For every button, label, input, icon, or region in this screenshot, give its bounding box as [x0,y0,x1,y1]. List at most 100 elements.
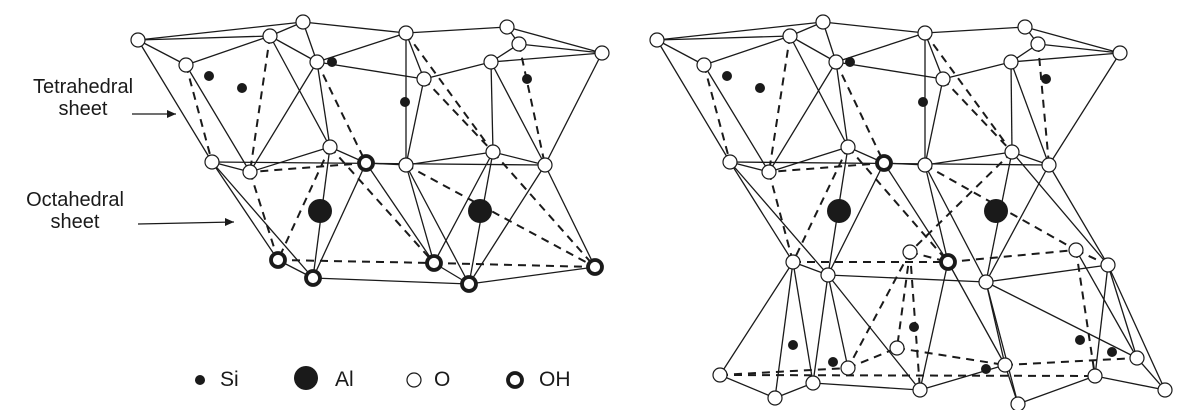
bond-line [490,61,546,166]
bond-line [985,264,1109,283]
silicon-atom [327,57,337,67]
bond-line [1011,151,1109,266]
hydroxyl-group [357,154,375,172]
bond-line [1048,164,1109,266]
bond-line [827,274,921,391]
hidden-bond-line [423,78,494,153]
hydroxyl-group [506,371,524,389]
silicon-atom [981,364,991,374]
silicon-atom [195,375,205,385]
bond-line [827,274,849,369]
hidden-bond-line [847,347,898,369]
bond-line [822,21,926,34]
oxygen-atom [309,54,325,70]
oxygen-atom [917,157,933,173]
aluminium-atom [308,199,332,223]
oxygen-atom [499,19,515,35]
hidden-bond-line [1037,43,1050,166]
bond-line [302,21,407,34]
bond-line [137,21,304,41]
oxygen-atom [398,25,414,41]
aluminium-atom [294,366,318,390]
oxygen-atom [782,28,798,44]
bond-line [405,26,508,34]
oxygen-atom [712,367,728,383]
oxygen-atom [483,54,499,70]
silicon-atom [1041,74,1051,84]
hidden-bond-line [329,146,435,264]
oxygen-atom [649,32,665,48]
oxygen-atom [416,71,432,87]
oxygen-atom [761,164,777,180]
bond-line [1037,43,1121,54]
bond-line [137,221,235,225]
bond-line [405,32,425,80]
hydroxyl-group [939,253,957,271]
oxygen-atom [1100,257,1116,273]
bond-line [942,61,1012,80]
bond-line [433,151,494,264]
arrow-head [225,218,234,226]
bond-line [1107,264,1138,359]
oxygen-atom [917,25,933,41]
oxygen-atom [242,164,258,180]
oxygen-atom [815,14,831,30]
tetrahedral-label-line-1: Tetrahedral [32,76,134,98]
hidden-bond-line [492,151,596,268]
oxygen-atom [1004,144,1020,160]
hydroxyl-group [304,269,322,287]
bond-line [249,146,331,173]
bond-line [924,26,1026,34]
bond-line [656,39,731,163]
bond-line [1048,52,1121,166]
bond-line [812,382,921,391]
bond-line [211,161,279,261]
hidden-bond-line [1075,249,1096,377]
bond-line [774,261,794,399]
hydroxyl-group [460,275,478,293]
bond-line [211,161,546,166]
bond-line [1094,264,1109,377]
oxygen-atom [722,154,738,170]
oxygen-atom [295,14,311,30]
hidden-bond-line [703,64,731,163]
silicon-atom [788,340,798,350]
hidden-bond-line [316,61,367,164]
silicon-atom [909,322,919,332]
hydroxyl-group [875,154,893,172]
bond-line [506,26,603,54]
bond-line [768,146,849,173]
bond-line [792,261,814,384]
bond-line [835,61,849,148]
hydroxyl-group [586,258,604,276]
oxygen-atom [1030,36,1046,52]
hidden-bond-line [768,171,794,263]
bond-line [789,35,837,63]
oxygen-atom [1017,19,1033,35]
bond-line [1010,52,1121,63]
oxygen-atom [322,139,338,155]
bond-line [312,277,470,285]
hidden-bond-line [518,43,546,166]
octahedral-label-line-1: Octahedral [26,189,124,211]
bond-line [883,162,949,263]
oxygen-atom [767,390,783,406]
hidden-bond-line [847,251,911,369]
bond-line [1075,249,1138,359]
octahedral-sheet-label: Octahedral sheet [0,189,150,233]
hidden-bond-line [249,171,279,261]
oxygen-atom [889,340,905,356]
bond-line [924,164,987,283]
oxygen-atom [485,144,501,160]
hidden-bond-line [896,347,1006,366]
legend-oh-label: OH [539,368,571,391]
bond-line [137,39,187,66]
silicon-atom [237,83,247,93]
hidden-bond-line [835,61,885,164]
bond-line [405,151,494,166]
hidden-bond-line [768,162,885,173]
hidden-bond-line [909,251,921,391]
oxygen-atom [511,36,527,52]
oxygen-atom [130,32,146,48]
oxygen-atom [406,372,422,388]
